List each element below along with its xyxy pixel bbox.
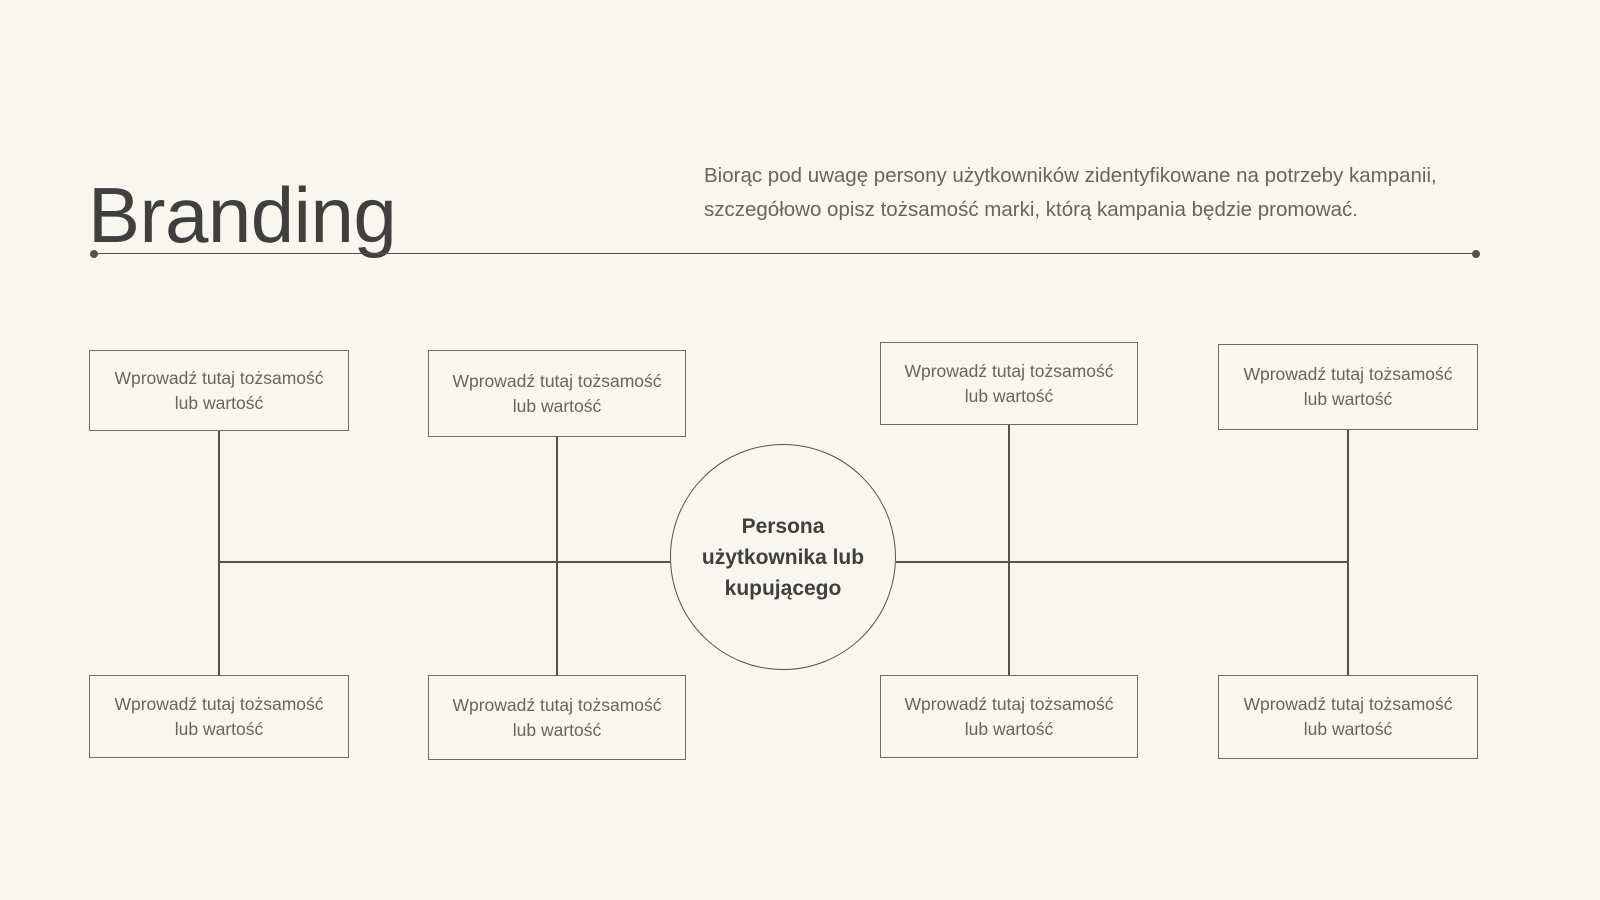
node-label: Wprowadź tutaj tożsamość lub wartość [452, 370, 662, 416]
node-label: Wprowadź tutaj tożsamość lub wartość [114, 367, 324, 413]
node-box[interactable]: Wprowadź tutaj tożsamość lub wartość [880, 342, 1138, 425]
center-node-persona[interactable]: Persona użytkownika lub kupującego [670, 444, 896, 670]
node-box[interactable]: Wprowadź tutaj tożsamość lub wartość [1218, 344, 1478, 430]
node-label: Wprowadź tutaj tożsamość lub wartość [904, 693, 1114, 739]
node-box[interactable]: Wprowadź tutaj tożsamość lub wartość [428, 675, 686, 760]
node-box[interactable]: Wprowadź tutaj tożsamość lub wartość [428, 350, 686, 437]
node-box[interactable]: Wprowadź tutaj tożsamość lub wartość [880, 675, 1138, 758]
node-box[interactable]: Wprowadź tutaj tożsamość lub wartość [89, 675, 349, 758]
node-box[interactable]: Wprowadź tutaj tożsamość lub wartość [89, 350, 349, 431]
divider-line [90, 253, 1480, 255]
node-box[interactable]: Wprowadź tutaj tożsamość lub wartość [1218, 675, 1478, 759]
header-divider [90, 249, 1480, 258]
node-label: Wprowadź tutaj tożsamość lub wartość [114, 693, 324, 739]
center-node-label: Persona użytkownika lub kupującego [701, 514, 865, 600]
node-label: Wprowadź tutaj tożsamość lub wartość [452, 694, 662, 740]
node-label: Wprowadź tutaj tożsamość lub wartość [904, 360, 1114, 406]
node-label: Wprowadź tutaj tożsamość lub wartość [1243, 694, 1453, 739]
page-title: Branding [88, 171, 397, 260]
node-label: Wprowadź tutaj tożsamość lub wartość [1243, 364, 1453, 409]
page-description: Biorąc pod uwagę persony użytkowników zi… [704, 163, 1437, 221]
divider-dot-right-icon [1472, 249, 1480, 258]
